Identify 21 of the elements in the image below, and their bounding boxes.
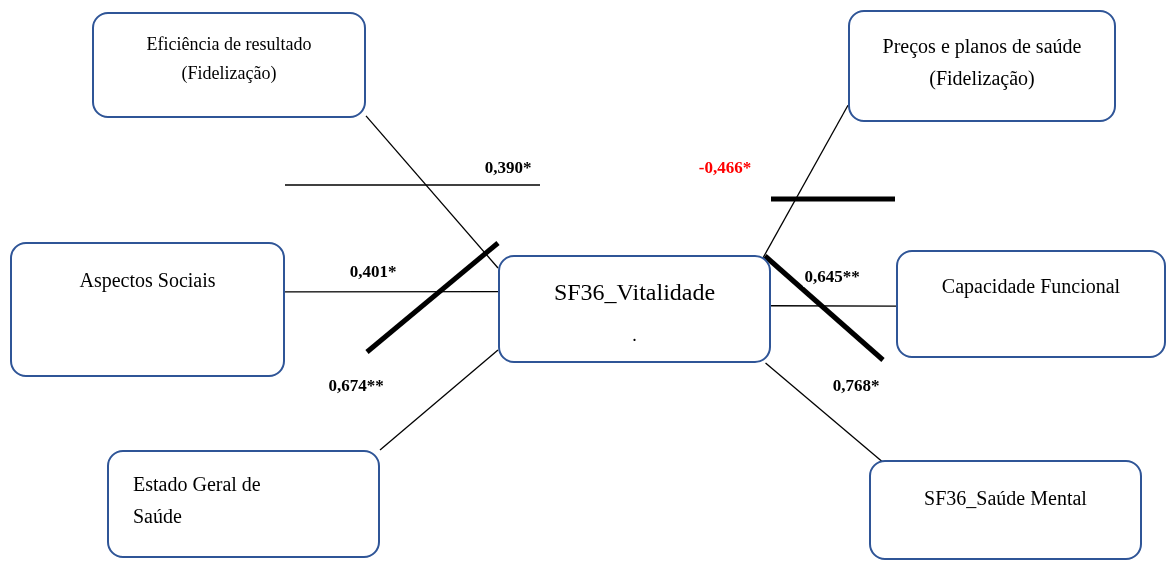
- box-label: Estado Geral de Saúde: [133, 472, 262, 529]
- connector-line: [770, 305, 897, 307]
- connector-line: [762, 104, 849, 259]
- rounded-box: [10, 242, 285, 377]
- box-label: SF36_Saúde Mental: [924, 486, 1087, 511]
- rounded-box: [107, 450, 380, 558]
- box-label: Eficiência de resultado (Fidelização): [145, 33, 313, 85]
- box-label: SF36_Vitalidade: [553, 278, 716, 307]
- box-note: .: [632, 324, 637, 348]
- rounded-box: [869, 460, 1142, 560]
- rounded-box: [92, 12, 366, 118]
- box-label: Capacidade Funcional: [941, 274, 1121, 300]
- rounded-box: [498, 255, 771, 363]
- connector-line: [379, 349, 499, 451]
- connector-line: [764, 362, 884, 463]
- box-label: Aspectos Sociais: [79, 268, 216, 294]
- rounded-box: [896, 250, 1166, 358]
- box-label: Preços e planos de saúde (Fidelização): [881, 34, 1083, 92]
- rounded-box: [848, 10, 1116, 122]
- connector-line: [365, 115, 499, 269]
- connector-line: [284, 291, 499, 293]
